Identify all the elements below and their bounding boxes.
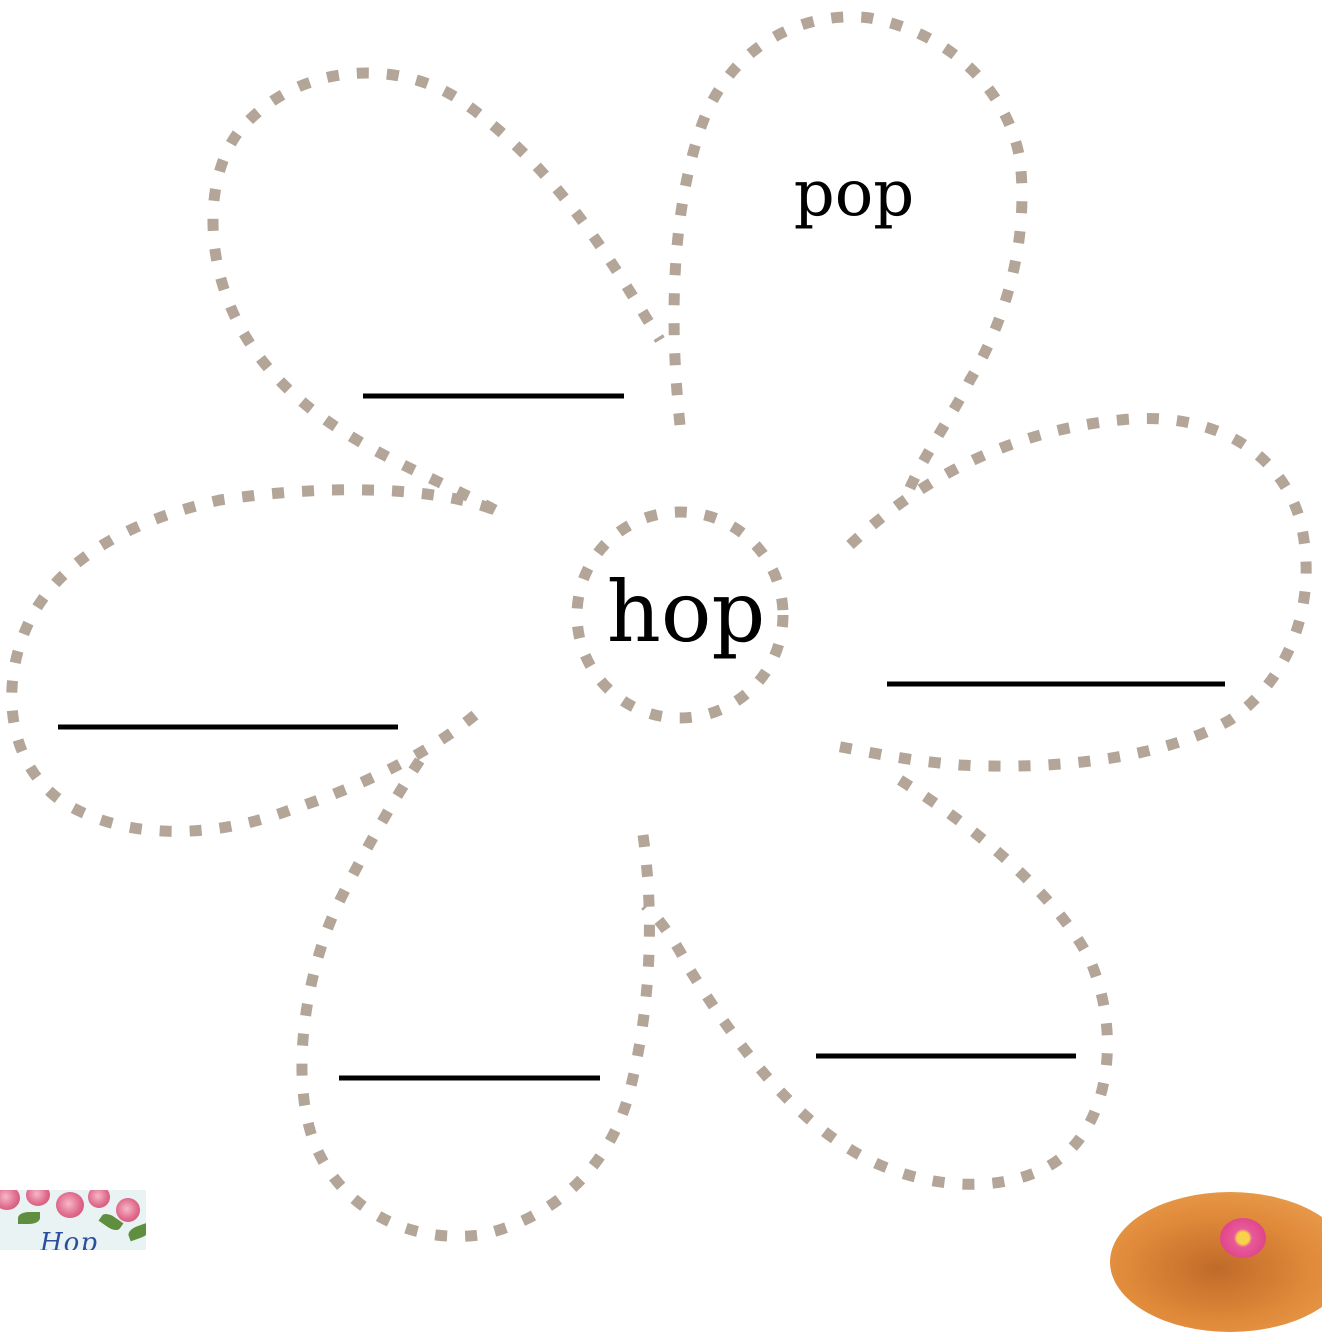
flower-worksheet: hop pop: [0, 0, 1322, 1250]
center-word: hop: [607, 563, 765, 661]
rose-icon: [116, 1198, 140, 1222]
petal-word-top-right: pop: [794, 157, 914, 231]
rose-icon: [0, 1190, 20, 1210]
corner-artwork-roses: Hop: [0, 1190, 146, 1250]
corner-lettering: Hop: [40, 1228, 98, 1250]
leaf-icon: [127, 1223, 146, 1242]
petal-outline-top-right: [674, 17, 1022, 500]
rose-icon: [56, 1192, 84, 1218]
petal-outline-bottom-left: [302, 760, 649, 1236]
flower-icon: [1220, 1218, 1266, 1258]
corner-artwork-flower-pot: [1110, 1192, 1322, 1332]
rose-icon: [26, 1190, 50, 1206]
petal-outline-right: [830, 418, 1306, 766]
petal-outline-bottom-right: [645, 780, 1107, 1184]
leaf-icon: [18, 1212, 40, 1224]
rose-icon: [88, 1190, 110, 1208]
petal-outline-top-left: [213, 73, 660, 510]
petal-outline-left: [12, 490, 495, 832]
